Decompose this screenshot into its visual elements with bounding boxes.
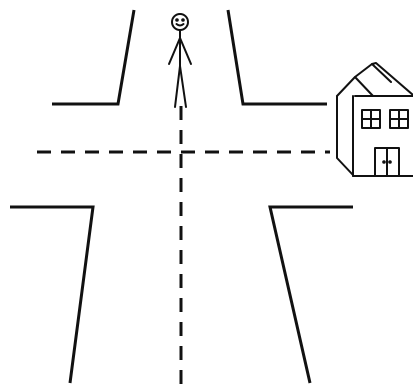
road-edges <box>10 9 353 384</box>
person-eye-right <box>181 18 185 22</box>
house-door-knob-left <box>382 160 386 164</box>
house-side-wall <box>336 95 354 176</box>
person-leg-left <box>174 65 181 108</box>
road-edge-bottom-right <box>268 205 353 384</box>
road-center-lines <box>37 106 330 385</box>
house-door-knob-right <box>388 160 392 164</box>
house-roof-ridge <box>371 62 413 96</box>
person-arm-right <box>179 37 192 65</box>
road-edge-top-right <box>226 9 327 106</box>
person-leg-right <box>179 65 187 108</box>
stick-figure-person <box>168 13 192 108</box>
road-edge-bottom-left <box>10 205 95 384</box>
road-edge-top-left <box>52 9 136 106</box>
person-smile <box>175 23 185 27</box>
person-arm-left <box>168 37 181 65</box>
person-eye-left <box>175 18 179 22</box>
house <box>336 62 413 177</box>
